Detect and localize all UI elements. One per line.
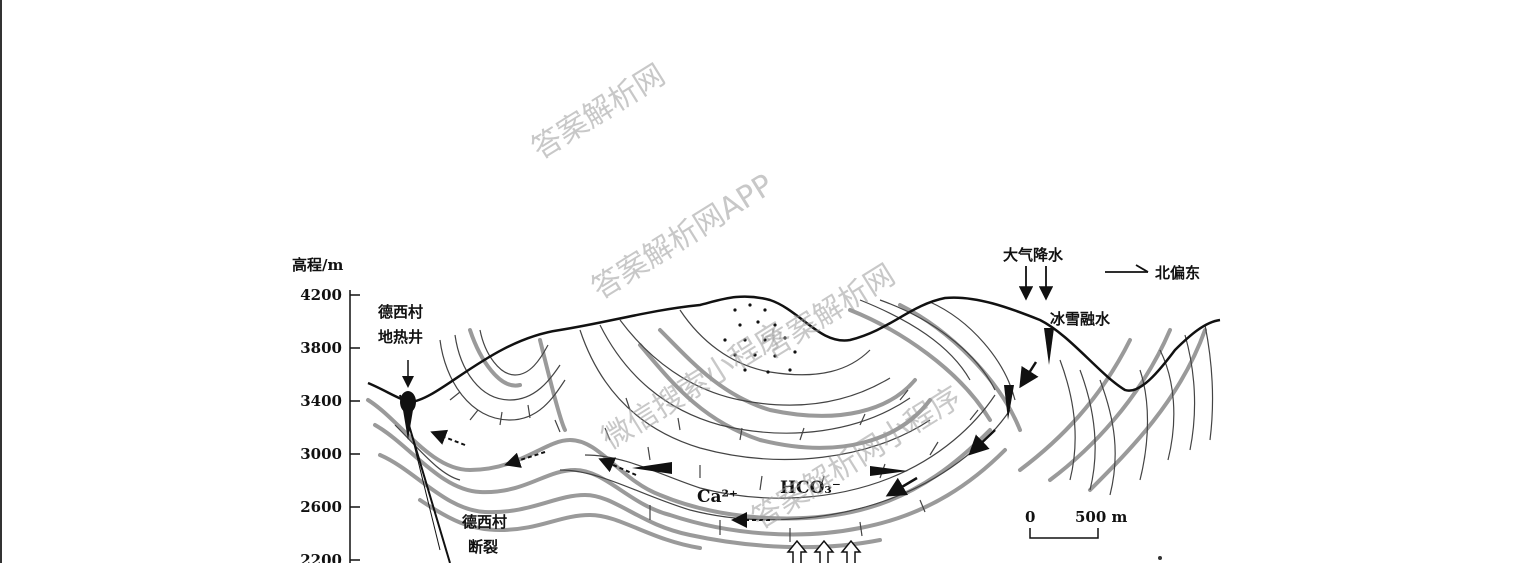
tick-label: 2600: [300, 498, 342, 516]
north-arrow-label: 北偏东: [1155, 264, 1200, 282]
tick-label: 3000: [300, 445, 342, 463]
solid-flow-arrows: [885, 361, 1039, 497]
strata-gray-layers: [366, 303, 1207, 550]
infiltration-wedges: [632, 328, 1054, 476]
fault-label-line2: 断裂: [468, 538, 498, 556]
watermark: 微信搜索小程序: [596, 316, 793, 457]
well-label-line2: 地热井: [378, 328, 423, 346]
precipitation-label: 大气降水: [1003, 246, 1064, 264]
strata-thin-layers: [394, 299, 1214, 542]
elevation-axis: 高程/m 4200 3800 3400 3000 2600 2200: [292, 256, 360, 567]
precipitation-arrows: 大气降水: [1003, 246, 1064, 301]
well-label-line1: 德西村: [378, 303, 423, 321]
stray-dot: [1158, 556, 1162, 560]
ca-ion-label: Ca²⁺: [697, 487, 738, 507]
dashed-arrow-icon: [430, 429, 770, 528]
geothermal-well: [400, 360, 416, 440]
watermark: 答案解析网小程序: [746, 380, 968, 537]
hollow-up-arrow-icon: [786, 539, 862, 563]
ground-surface: [367, 295, 1221, 404]
scale-end: 500 m: [1075, 508, 1128, 526]
tick-label: 4200: [300, 286, 342, 304]
hco3-ion-label: HCO₃⁻: [780, 478, 841, 498]
north-arrow: 北偏东: [1105, 264, 1200, 282]
axis-title: 高程/m: [292, 256, 343, 274]
scale-bar: 0 500 m: [1025, 508, 1128, 539]
scale-start: 0: [1025, 508, 1035, 526]
watermark: 答案解析网: [526, 58, 672, 167]
dotted-core-zone: [723, 303, 797, 374]
snowmelt-label: 冰雪融水: [1050, 310, 1111, 328]
watermark: 答案解析网APP: [586, 168, 780, 307]
tick-label: 3800: [300, 339, 342, 357]
tick-label: 3400: [300, 392, 342, 410]
tick-label: 2200: [300, 551, 342, 563]
fault-label-line1: 德西村: [462, 513, 507, 531]
